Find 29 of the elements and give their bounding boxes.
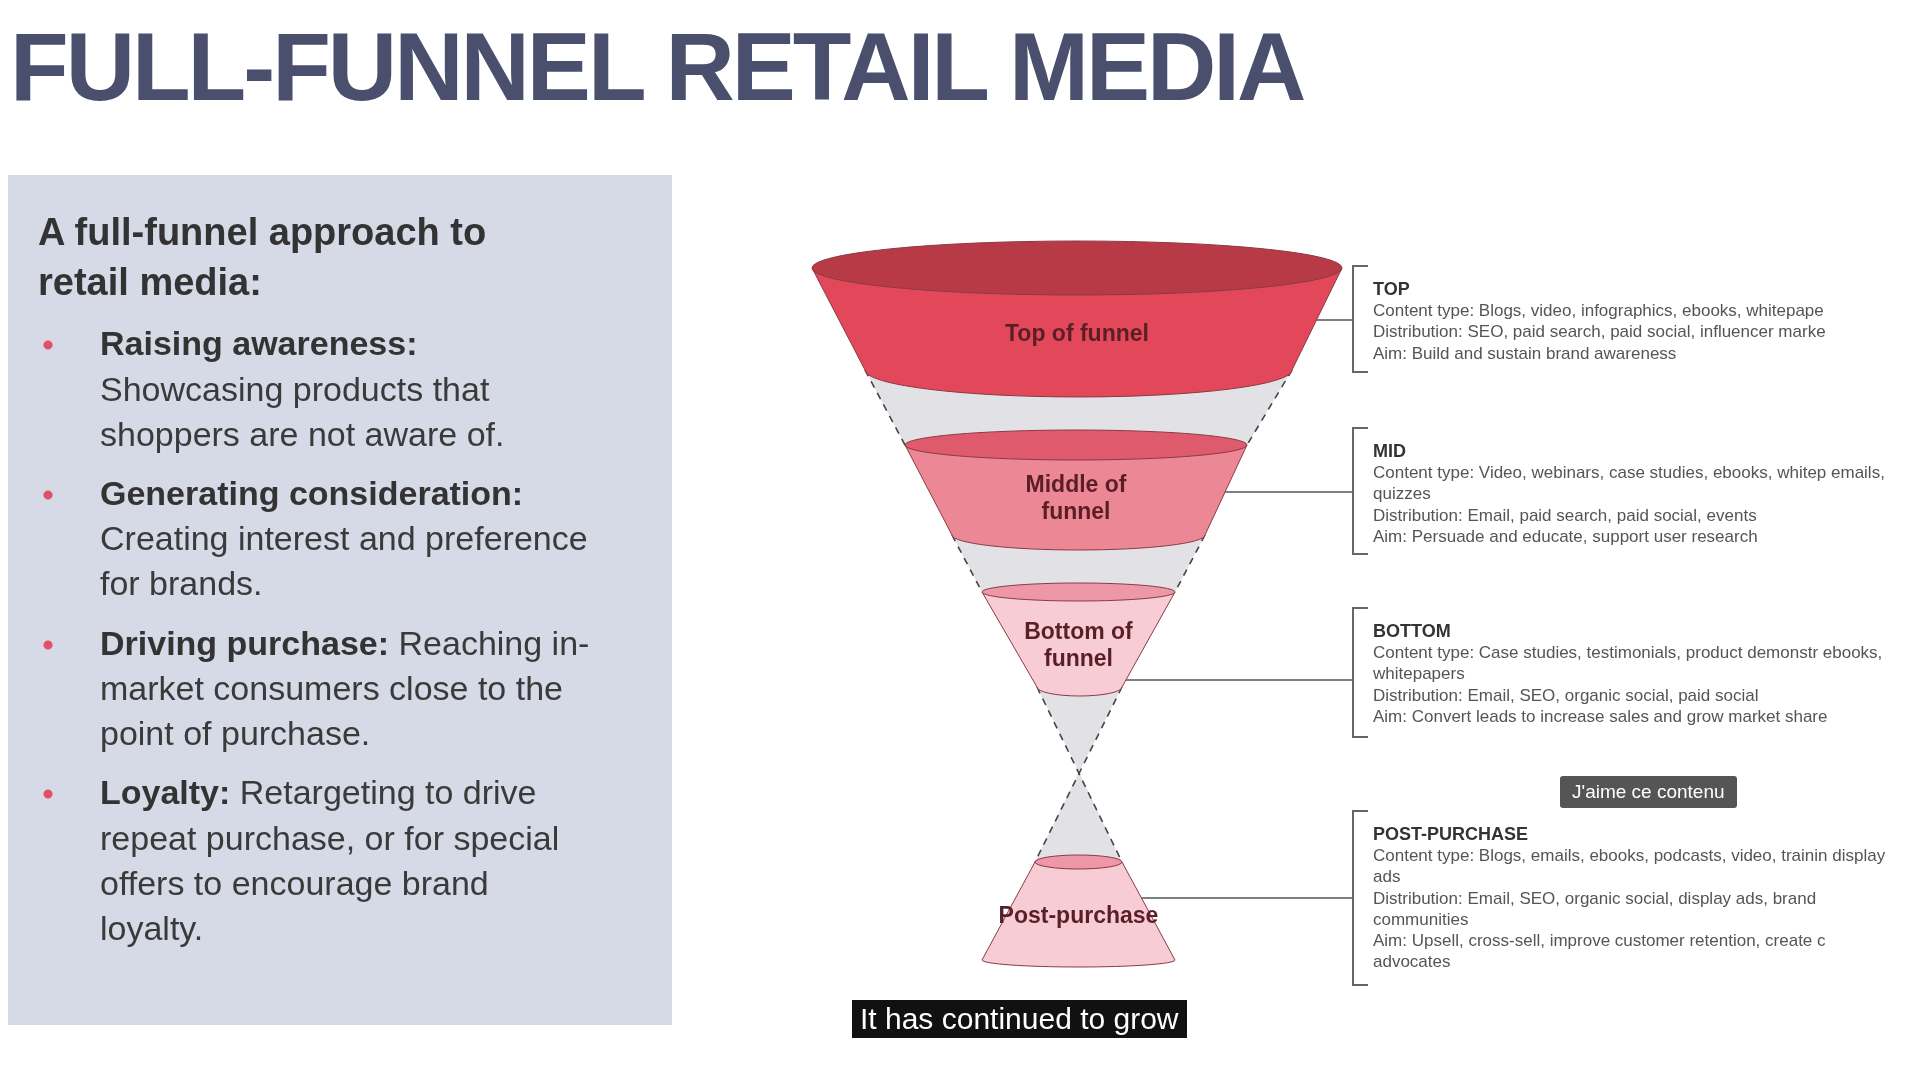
tooltip: J'aime ce contenu	[1560, 776, 1737, 808]
stage-heading: MID	[1373, 441, 1407, 462]
stage-detail: Aim: Convert leads to increase sales and grow market share	[1373, 705, 1829, 727]
stage-detail: Distribution: Email, SEO, organic social, paid social	[1373, 684, 1760, 706]
connector-line	[1315, 319, 1353, 321]
stage-detail: Aim: Persuade and educate, support user research	[1373, 525, 1759, 547]
bracket	[1352, 427, 1368, 555]
stage-heading: BOTTOM	[1373, 621, 1452, 642]
stage-detail: Aim: Build and sustain brand awareness	[1373, 342, 1678, 364]
stage-detail: Distribution: Email, paid search, paid social, events	[1373, 504, 1758, 526]
bracket	[1352, 810, 1368, 986]
stage-detail: Content type: Case studies, testimonials, product demonstr ebooks, whitepapers	[1373, 642, 1884, 685]
stage-detail: Aim: Upsell, cross-sell, improve customer retention, create c advocates	[1373, 930, 1827, 973]
text-panel	[8, 175, 672, 1025]
connector-line	[1224, 491, 1353, 493]
connector-line	[1140, 897, 1353, 899]
slide-title: FULL-FUNNEL RETAIL MEDIA	[10, 14, 1304, 120]
stage-heading: POST-PURCHASE	[1373, 824, 1530, 845]
stage-detail: Content type: Blogs, video, infographics, ebooks, whitepape	[1373, 300, 1825, 322]
panel-heading: A full-funnel approach to retail media:	[38, 210, 488, 306]
connector-line	[1125, 679, 1353, 681]
stage-detail: Content type: Video, webinars, case studies, ebooks, whitep emails, quizzes	[1373, 462, 1886, 505]
stage-detail: Distribution: SEO, paid search, paid social, influencer marke	[1373, 321, 1827, 343]
stage-detail: Content type: Blogs, emails, ebooks, podcasts, video, trainin display ads	[1373, 845, 1887, 888]
stage-detail: Distribution: Email, SEO, organic social, display ads, brand communities	[1373, 887, 1818, 930]
bracket	[1352, 265, 1368, 373]
stage-heading: TOP	[1373, 279, 1411, 300]
bracket	[1352, 607, 1368, 738]
video-subtitle: It has continued to grow	[852, 1000, 1187, 1038]
